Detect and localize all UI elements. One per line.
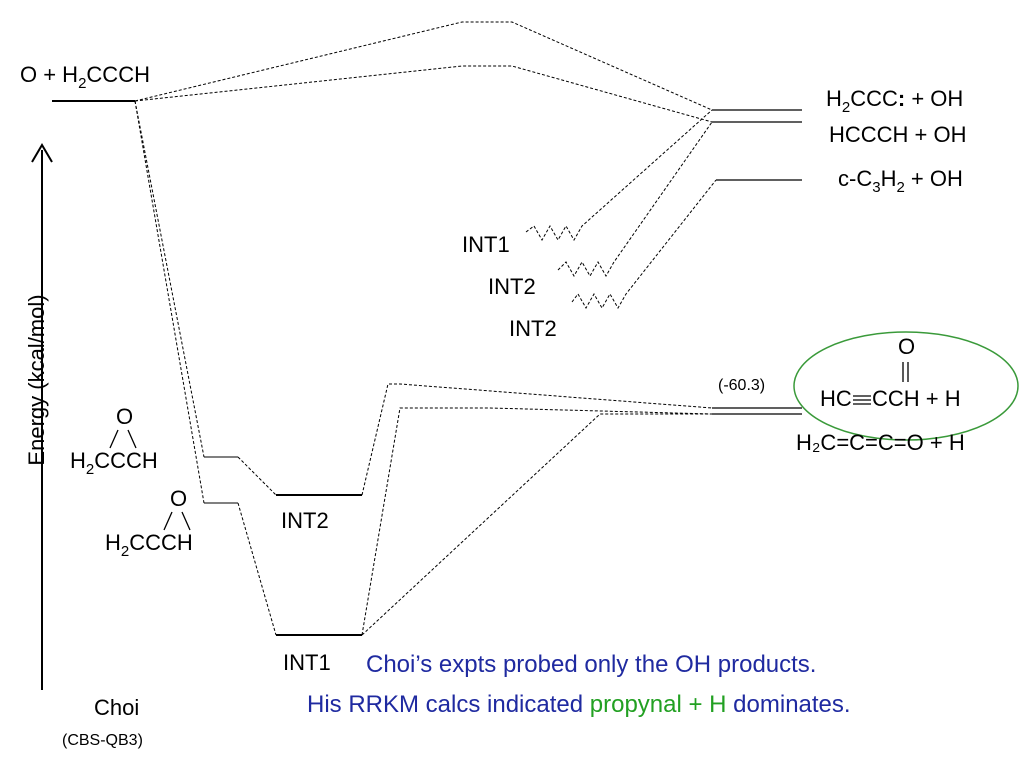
wavy-int2-label-b: INT2 [509,316,557,341]
propynal-highlight-ellipse [793,331,1019,441]
int1-direct-path [361,413,712,636]
reactant-to-epoxide-upper [134,100,205,458]
product-levels [712,109,802,415]
wavy-int2-a [557,121,713,278]
propynal-oxygen: O [898,334,915,359]
epoxide-to-int2 [237,456,277,496]
method-label: (CBS-QB3) [62,732,143,749]
propynal-hc: HC [820,386,852,411]
author-label: Choi [94,695,139,720]
wavy-int1 [525,109,713,242]
energy-value-label: (-60.3) [718,377,765,394]
energy-levels [52,100,362,636]
energy-axis-arrowhead [31,143,53,163]
epoxide-lower-oxygen: O [170,486,187,511]
propynal-rest: CCH + H [872,386,961,411]
reactant-to-epoxide-lower [134,100,205,504]
wavy-connectors [525,109,717,310]
epoxide-upper-oxygen: O [116,404,133,429]
caption-line-2-end: dominates. [727,691,851,718]
int1-label: INT1 [283,650,331,675]
epoxide-to-int1 [237,502,277,636]
epoxide-lower-ring [163,511,191,531]
int2-label: INT2 [281,508,329,533]
int1-to-propynal [361,407,713,636]
wavy-int2-b [571,179,717,310]
caption-line-2-start: His RRKM calcs indicated [307,691,590,718]
propadienone-h-label: H₂C=C=C=O + H [796,430,965,455]
caption-line-2: His RRKM calcs indicated propynal + H do… [307,691,851,718]
epoxide-lower-chain: H2CCCH [105,530,193,560]
cc3h2-oh-label: c-C3H2 + OH [838,166,963,196]
h2ccc-oh-label: H2CCC: + OH [826,86,963,116]
int2-to-propynal [361,383,713,496]
epoxide-levels [204,456,238,504]
reactant-label: O + H2CCCH [20,62,150,92]
wavy-int1-label: INT1 [462,232,510,257]
epoxide-upper-ring [109,429,137,449]
epoxide-lower: O H2CCCH [105,486,193,560]
propynal-structure: O HC CCH + H [820,334,961,411]
caption-highlight: propynal + H [590,691,727,718]
pathway-connectors [134,21,713,636]
caption-line-1: Choi’s expts probed only the OH products… [366,651,816,678]
ts-upper-path [134,21,713,111]
epoxide-upper-chain: H2CCCH [70,448,158,478]
energy-axis-label: Energy (kcal/mol) [24,294,49,465]
hccch-oh-label: HCCCH + OH [829,122,967,147]
epoxide-upper: O H2CCCH [70,404,158,478]
wavy-int2-label-a: INT2 [488,274,536,299]
ts-lower-path [134,65,713,123]
